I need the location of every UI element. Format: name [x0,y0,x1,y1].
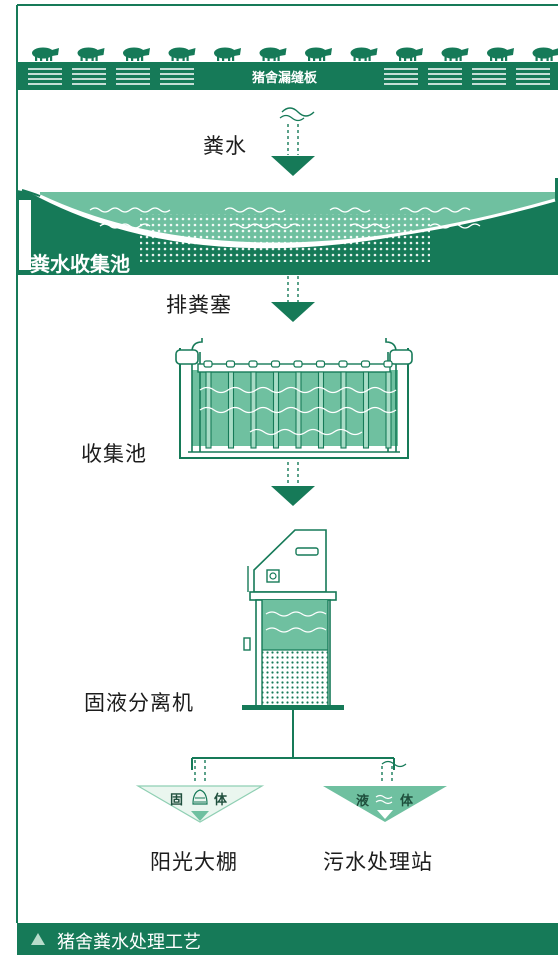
pig-icon [487,47,514,61]
liquid-tag-right: 体 [400,794,414,809]
pig-icon [259,47,287,61]
pig-icon [168,47,196,61]
pig-icon [441,47,469,61]
caption-bar: 猪舍粪水处理工艺 [17,923,558,955]
liquid-output-triangle [323,760,447,822]
tank-pipe [315,360,326,449]
solid-destination-label: 阳光大棚 [150,850,238,874]
caption-text: 猪舍粪水处理工艺 [57,932,201,953]
split-lines [191,710,395,770]
pig-icon [214,47,241,61]
pig-icon [350,47,378,61]
pig-icon [396,47,423,61]
slatted-floor [17,47,558,90]
solid-tag-left: 固 [170,793,184,808]
pipe-3 [271,462,315,506]
liquid-tag-left: 液 [356,794,370,809]
pig-icon [32,47,59,61]
slat-floor-label: 猪舍漏缝板 [252,71,318,86]
pig-icon [305,47,332,61]
solid-liquid-separator [242,529,344,710]
collection-tank-label: 收集池 [81,442,147,466]
pipe-1 [271,107,315,176]
pig-icon [77,47,105,61]
pipe-2 [271,276,315,322]
tank-pipe [203,360,213,449]
tank-pipe [383,360,393,449]
step-manure-water-label: 粪水 [203,134,247,158]
tank-pipe [360,360,371,449]
solid-tag-right: 体 [214,793,228,808]
triangle-icon [31,933,45,945]
manure-pit-label: 粪水收集池 [30,252,130,276]
tank-pipe [270,360,281,449]
solid-output-triangle [135,760,265,823]
liquid-destination-label: 污水处理站 [323,850,433,874]
pig-icon [123,47,150,61]
pig-icon [532,47,558,61]
step-drain-plug-label: 排粪塞 [166,293,232,317]
collection-tank [175,338,413,459]
separator-label: 固液分离机 [84,691,194,715]
manure-pit [17,178,558,275]
